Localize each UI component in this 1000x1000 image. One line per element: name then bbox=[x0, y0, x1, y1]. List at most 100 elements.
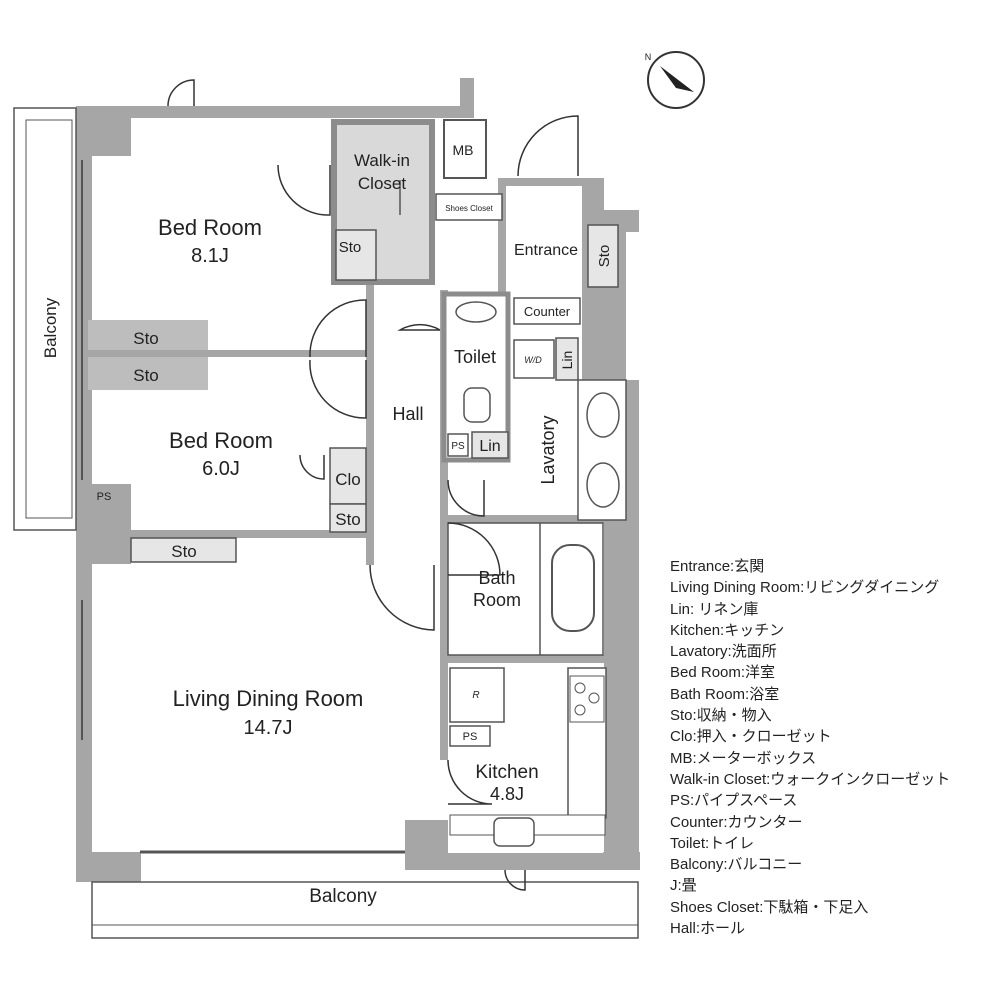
hall-label: Hall bbox=[392, 404, 423, 424]
legend-item: J:畳 bbox=[670, 877, 697, 895]
wall-hall-right bbox=[440, 290, 448, 760]
counter-label: Counter bbox=[524, 304, 571, 319]
kitchen-size: 4.8J bbox=[490, 784, 524, 804]
lin-toilet-box bbox=[471, 431, 509, 459]
fridge-box bbox=[449, 667, 505, 723]
legend-item: Balcony:バルコニー bbox=[670, 856, 803, 874]
door-bed1-top bbox=[167, 79, 195, 107]
toilet-sink bbox=[455, 301, 497, 323]
sto-entrance-label: Sto bbox=[596, 245, 613, 268]
bedroom2-size: 6.0J bbox=[202, 458, 240, 480]
legend-item: Sto:収納・物入 bbox=[670, 707, 772, 725]
shoes-closet-label: Shoes Closet bbox=[445, 204, 493, 213]
door-ldk bbox=[369, 564, 435, 631]
legend-item: MB:メーターボックス bbox=[670, 749, 817, 767]
kitchen-sink bbox=[493, 817, 535, 847]
bedroom1-size: 8.1J bbox=[191, 245, 229, 267]
sto-bed2-bottom-box bbox=[130, 537, 237, 563]
legend-item: Living Dining Room:リビングダイニング bbox=[670, 579, 940, 597]
walkin-closet-wall bbox=[331, 119, 435, 285]
legend-item: Counter:カウンター bbox=[670, 813, 803, 831]
door-entrance bbox=[517, 115, 579, 177]
legend-item: Kitchen:キッチン bbox=[670, 621, 785, 639]
stove-icon bbox=[569, 675, 605, 723]
door-bath bbox=[447, 522, 501, 576]
legend-item: Walk-in Closet:ウォークインクローゼット bbox=[670, 770, 951, 788]
wall-bottom-right bbox=[405, 852, 640, 870]
door-bed1 bbox=[309, 299, 367, 358]
legend-item: Bath Room:浴室 bbox=[670, 685, 780, 703]
door-kitchen bbox=[447, 759, 493, 805]
wall-bed-divider bbox=[88, 350, 373, 357]
legend-item: Clo:押入・クローゼット bbox=[670, 728, 832, 746]
wall-bath-top bbox=[440, 515, 605, 523]
walkin-line1: Walk-in bbox=[354, 151, 410, 170]
mb-box bbox=[443, 119, 487, 179]
door-toilet bbox=[397, 323, 441, 331]
balcony-bottom-label: Balcony bbox=[309, 886, 377, 907]
lavatory-sink-1 bbox=[586, 392, 620, 438]
balcony-left-label: Balcony bbox=[41, 297, 60, 358]
lavatory-label: Lavatory bbox=[538, 415, 558, 484]
balcony-left bbox=[13, 107, 77, 531]
ps-left-column bbox=[76, 484, 131, 564]
door-balcony bbox=[504, 869, 526, 891]
bathtub bbox=[551, 544, 595, 632]
burner-1 bbox=[574, 682, 586, 694]
wall-bed2-bottom bbox=[131, 530, 367, 538]
wd-box bbox=[513, 339, 555, 379]
legend-item: Hall:ホール bbox=[670, 920, 746, 938]
entrance-label: Entrance bbox=[514, 242, 578, 259]
legend-item: PS:パイプスペース bbox=[670, 792, 798, 810]
mb-label: MB bbox=[453, 142, 474, 158]
ps-kitchen-label: PS bbox=[463, 731, 478, 743]
ps-toilet-label: PS bbox=[451, 441, 465, 452]
walls bbox=[76, 78, 640, 882]
burner-2 bbox=[588, 692, 600, 704]
shoes-closet-box bbox=[435, 193, 503, 221]
wall-bottom-left bbox=[76, 852, 141, 882]
toilet-label: Toilet bbox=[454, 347, 496, 367]
bedroom1-name: Bed Room bbox=[158, 215, 262, 240]
legend-item: Shoes Closet:下駄箱・下足入 bbox=[670, 898, 869, 916]
lin-laundry-label: Lin bbox=[559, 351, 575, 370]
sto-walkin-box bbox=[335, 229, 377, 281]
lin-toilet-label: Lin bbox=[479, 438, 500, 455]
fridge-label: R bbox=[472, 690, 479, 701]
legend: Entrance:玄関 Living Dining Room:リビングダイニング L… bbox=[670, 556, 998, 939]
legend-item: Bed Room:洋室 bbox=[670, 664, 776, 682]
counter-box bbox=[513, 297, 581, 325]
legend-item: Lavatory:洗面所 bbox=[670, 643, 777, 661]
clo-bed2-label: Clo bbox=[335, 470, 361, 489]
door-lavatory bbox=[447, 479, 485, 517]
sto-entrance-box bbox=[587, 224, 619, 288]
toilet-bowl bbox=[463, 387, 491, 423]
sto-bed2-side-box bbox=[329, 503, 367, 533]
bath-line2: Room bbox=[473, 590, 521, 610]
door-walkin bbox=[277, 164, 331, 216]
bedroom2-name: Bed Room bbox=[169, 428, 273, 453]
sto-walkin-label: Sto bbox=[339, 239, 362, 256]
wall-top bbox=[76, 106, 471, 118]
balcony-bottom bbox=[91, 881, 639, 939]
walkin-line2: Closet bbox=[358, 174, 406, 193]
legend-item: Toilet:トイレ bbox=[670, 834, 755, 852]
legend-item: Lin: リネン庫 bbox=[670, 600, 759, 618]
door-clo bbox=[299, 454, 325, 480]
bath-line1: Bath bbox=[478, 568, 515, 588]
door-bed2 bbox=[309, 359, 367, 419]
balcony-left-inner bbox=[25, 119, 73, 519]
sto-bed1-label: Sto bbox=[133, 329, 159, 348]
kitchen-name: Kitchen bbox=[475, 762, 538, 783]
ps-kitchen-box bbox=[449, 725, 491, 747]
lavatory-sink-2 bbox=[586, 462, 620, 508]
ps-toilet-box bbox=[447, 433, 469, 457]
wall-entrance-left bbox=[498, 178, 506, 298]
sto-bed2-bottom-label: Sto bbox=[171, 542, 197, 561]
wall-bath-bottom bbox=[440, 655, 605, 663]
legend-item: Entrance:玄関 bbox=[670, 558, 765, 575]
compass-icon bbox=[647, 51, 705, 109]
ps-left-label: PS bbox=[97, 491, 112, 503]
